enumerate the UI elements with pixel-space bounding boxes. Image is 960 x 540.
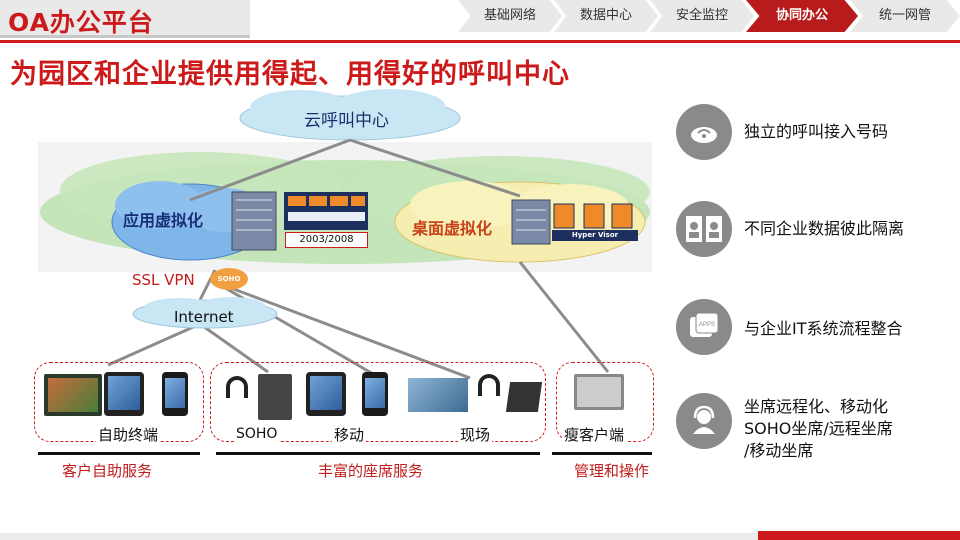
hypervisor-label: Hyper Visor bbox=[552, 230, 638, 241]
thin-client-monitor-icon bbox=[574, 374, 624, 410]
nav-tab-security[interactable]: 安全监控 bbox=[650, 0, 754, 32]
self-service-terminal-label: 自助终端 bbox=[96, 424, 161, 445]
headset-icon bbox=[478, 374, 500, 396]
seating-group bbox=[210, 362, 546, 442]
footer-bar bbox=[0, 533, 758, 540]
onsite-label: 现场 bbox=[458, 424, 493, 445]
desktop-pc-icon bbox=[258, 374, 292, 420]
thin-client-label: 瘦客户端 bbox=[562, 424, 627, 445]
header-divider bbox=[0, 40, 960, 43]
headset-agent-icon bbox=[676, 393, 732, 449]
feature-remote-seating-line3: /移动坐席 bbox=[744, 441, 814, 460]
divider-customer bbox=[38, 452, 200, 455]
brand-banner: OA办公平台 bbox=[0, 0, 250, 38]
soho-badge: SOHO bbox=[210, 268, 248, 290]
divider-seating bbox=[216, 452, 540, 455]
app-virtualization-label: 应用虚拟化 bbox=[123, 211, 204, 230]
brand-title: OA办公平台 bbox=[8, 8, 154, 37]
os-version-label: 2003/2008 bbox=[285, 232, 368, 248]
seating-service-label: 丰富的座席服务 bbox=[318, 462, 424, 480]
internet-label: Internet bbox=[174, 308, 234, 326]
page-title: 为园区和企业提供用得起、用得好的呼叫中心 bbox=[10, 59, 570, 90]
nav-tab-basic-network[interactable]: 基础网络 bbox=[458, 0, 562, 32]
soho-label: SOHO bbox=[234, 426, 280, 442]
feature-it-integration: 与企业IT系统流程整合 bbox=[744, 319, 903, 338]
tablet-icon bbox=[306, 372, 346, 416]
headset-icon bbox=[226, 376, 248, 398]
cloud-signal-icon bbox=[676, 104, 732, 160]
top-nav: 基础网络 数据中心 安全监控 协同办公 统一网管 bbox=[458, 0, 960, 32]
phone-icon bbox=[362, 372, 388, 416]
nav-tab-network-mgmt[interactable]: 统一网管 bbox=[850, 0, 960, 32]
nav-tab-collaboration[interactable]: 协同办公 bbox=[746, 0, 858, 32]
feature-dedicated-number: 独立的呼叫接入号码 bbox=[744, 122, 889, 141]
nav-tab-data-center[interactable]: 数据中心 bbox=[554, 0, 658, 32]
kiosk-icon bbox=[44, 374, 102, 416]
footer-accent bbox=[758, 531, 960, 540]
cloud-call-center-label: 云呼叫中心 bbox=[304, 111, 389, 131]
desktop-virtualization-label: 桌面虚拟化 bbox=[412, 219, 493, 238]
feature-data-isolation: 不同企业数据彼此隔离 bbox=[744, 219, 905, 238]
svg-text:APPS: APPS bbox=[699, 322, 715, 328]
onsite-photo-icon bbox=[408, 378, 468, 412]
separated-users-icon bbox=[676, 201, 732, 257]
divider-management bbox=[552, 452, 652, 455]
feature-remote-seating-line1: 坐席远程化、移动化 bbox=[744, 397, 889, 416]
ssl-vpn-label: SSL VPN bbox=[132, 271, 195, 289]
tablet-icon bbox=[104, 372, 144, 416]
apps-integration-icon: APPS bbox=[676, 299, 732, 355]
mobile-label: 移动 bbox=[332, 424, 367, 445]
customer-self-service-label: 客户自助服务 bbox=[62, 462, 153, 480]
management-label: 管理和操作 bbox=[574, 462, 650, 480]
laptop-icon bbox=[505, 382, 543, 412]
feature-remote-seating-line2: SOHO坐席/远程坐席 bbox=[744, 419, 893, 438]
phone-icon bbox=[162, 372, 188, 416]
